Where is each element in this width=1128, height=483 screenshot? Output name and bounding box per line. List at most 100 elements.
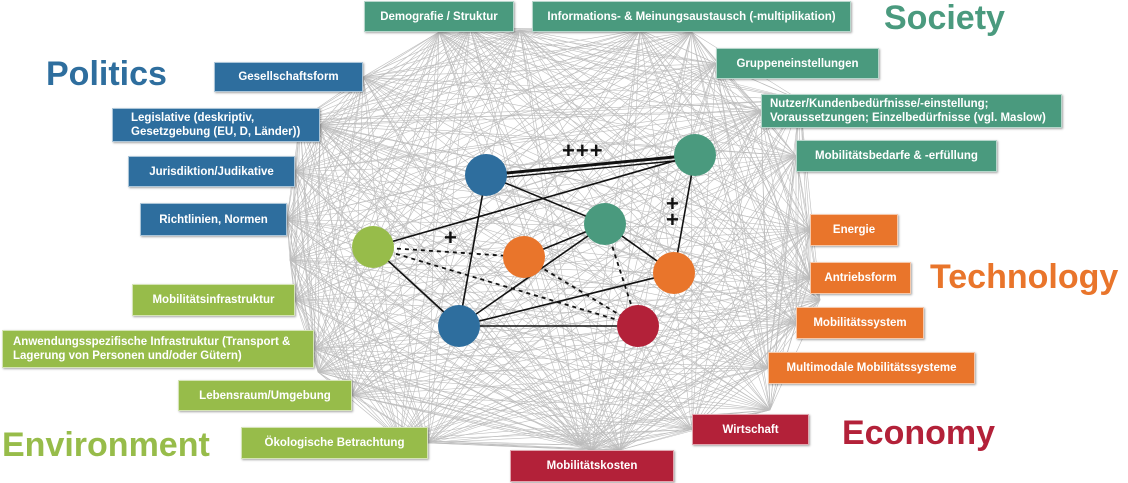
factor-demografie: Demografie / Struktur — [364, 1, 514, 32]
mesh-line — [294, 171, 693, 430]
mesh-line — [313, 155, 797, 350]
mesh-line — [299, 119, 581, 446]
mesh-line — [760, 110, 811, 279]
mesh-line — [294, 27, 471, 301]
network-link-n_lime-n_green_top — [372, 154, 696, 248]
mesh-line — [399, 299, 821, 441]
mesh-line — [399, 155, 797, 441]
mesh-line — [286, 27, 471, 220]
mesh-line — [299, 99, 801, 121]
mesh-line — [289, 259, 621, 451]
mesh-line — [294, 171, 429, 444]
mesh-line — [299, 119, 821, 301]
mesh-line — [313, 299, 821, 350]
mesh-line — [519, 29, 811, 231]
mesh-line — [438, 31, 821, 301]
mesh-line — [427, 322, 797, 444]
network-link-n_orange_mid-n_red — [523, 256, 639, 327]
mesh-line — [619, 99, 801, 451]
mesh-line — [289, 27, 471, 261]
mesh-line — [289, 259, 797, 324]
mesh-line — [319, 29, 521, 126]
mesh-line — [591, 63, 717, 451]
mesh-line — [289, 259, 401, 441]
mesh-line — [619, 322, 797, 451]
mesh-line — [619, 31, 692, 451]
mesh-line — [351, 99, 801, 396]
mesh-line — [691, 99, 801, 430]
factor-multimodale: Multimodale Mobilitätssysteme — [768, 352, 975, 384]
mesh-line — [294, 29, 641, 301]
network-node-n_blue_top — [465, 154, 507, 196]
mesh-line — [351, 29, 521, 396]
mesh-line — [299, 31, 440, 121]
mesh-line — [319, 29, 641, 126]
mesh-line — [519, 29, 621, 451]
mesh-line — [299, 63, 717, 121]
mesh-line — [691, 31, 797, 324]
mesh-line — [591, 429, 693, 451]
mesh-line — [767, 229, 811, 369]
mesh-line — [286, 219, 353, 396]
mesh-line — [519, 29, 811, 279]
mesh-line — [639, 29, 797, 324]
factor-mobilitaetsinfrastruktur: Mobilitätsinfrastruktur — [132, 284, 295, 316]
mesh-line — [438, 31, 769, 369]
factor-wirtschaft: Wirtschaft — [692, 414, 809, 445]
mesh-line — [351, 31, 440, 396]
mesh-line — [351, 395, 621, 451]
mesh-line — [438, 31, 811, 231]
mesh-line — [639, 29, 771, 411]
mesh-line — [519, 29, 821, 301]
factor-mobilitaetssystem: Mobilitätssystem — [796, 307, 924, 339]
mesh-line — [286, 99, 801, 220]
mesh-line — [591, 99, 801, 451]
mesh-line — [317, 27, 471, 373]
mesh-line — [579, 429, 693, 446]
mesh-line — [299, 119, 693, 430]
mesh-line — [317, 29, 521, 373]
mesh-line — [289, 259, 593, 451]
network-node-n_red — [617, 305, 659, 347]
mesh-line — [313, 27, 471, 350]
network-link-n_lime-n_red — [372, 246, 639, 327]
mesh-line — [319, 124, 593, 451]
mesh-line — [286, 31, 692, 220]
mesh-line — [579, 277, 811, 446]
mesh-line — [313, 31, 440, 350]
factor-mobilitaetskosten: Mobilitätskosten — [510, 450, 674, 482]
mesh-line — [289, 29, 641, 261]
factor-richtlinien: Richtlinien, Normen — [140, 203, 287, 236]
network-link-double-line — [485, 158, 696, 180]
mesh-line — [427, 29, 641, 444]
category-environment: Environment — [2, 426, 210, 464]
factor-antriebsform: Antriebsform — [810, 262, 911, 294]
mesh-line — [299, 119, 315, 350]
mesh-line — [767, 99, 801, 369]
mesh-line — [294, 299, 693, 430]
mesh-line — [469, 27, 762, 112]
mesh-line — [286, 219, 291, 261]
link-label-strong-positive: +++ — [562, 138, 604, 163]
mesh-line — [313, 124, 321, 350]
factor-anwendungsinfrastruktur: Anwendungsspezifische Infrastruktur (Tra… — [2, 330, 314, 368]
mesh-line — [427, 27, 471, 444]
mesh-line — [351, 395, 693, 430]
mesh-line — [294, 171, 771, 411]
mesh-line — [399, 31, 692, 441]
mesh-line — [399, 31, 440, 441]
link-label-positive: + — [444, 225, 457, 250]
network-node-n_orange_right — [653, 252, 695, 294]
mesh-line — [619, 29, 641, 451]
mesh-line — [289, 119, 301, 261]
mesh-line — [399, 29, 641, 441]
mesh-line — [289, 31, 692, 261]
mesh-line — [294, 31, 440, 172]
mesh-line — [319, 124, 401, 441]
network-link-n_blue_top-n_green_top — [485, 153, 696, 177]
mesh-line — [760, 110, 797, 324]
mesh-line — [691, 31, 769, 369]
mesh-line — [579, 444, 621, 451]
